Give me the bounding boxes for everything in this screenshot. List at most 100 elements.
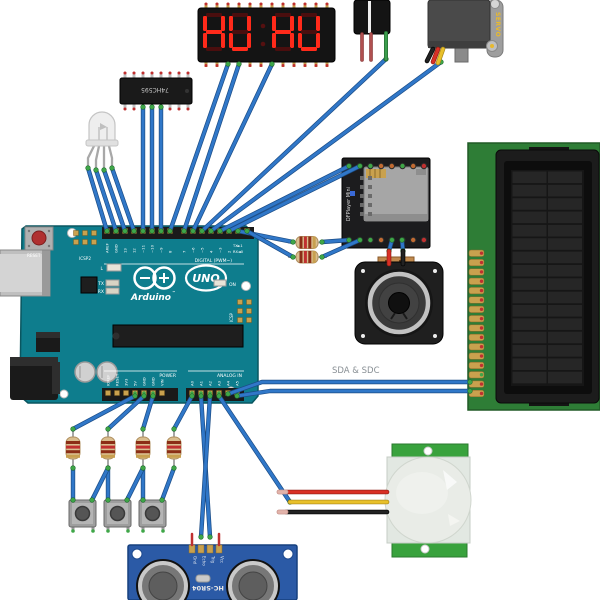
buzzer: [353, 0, 391, 35]
wire-arduino-aref-to-rgb-led-leg-1: [85, 165, 110, 234]
wire-arduino-gnd2-to-resistor-v3: [140, 393, 156, 432]
power-pin-label: 5V: [133, 381, 138, 386]
resistor: [135, 429, 151, 468]
seven-segment-digit: [229, 13, 251, 51]
led-leg: [86, 144, 96, 170]
led-leg: [94, 144, 101, 172]
dfplayer-mini: DFPlayer Mini: [341, 157, 431, 249]
mounting-hole: [131, 548, 143, 560]
analog-pin-label: A1: [199, 380, 204, 386]
wire-arduino-d11-to-shift-register: [140, 104, 146, 234]
wire-arduino-d9-to-shift-register: [158, 104, 164, 234]
wire-arduino-a5-to-lcd-scl: [234, 388, 473, 399]
servo-horn-center: [490, 44, 494, 48]
usb-chip: [80, 276, 98, 294]
transducer-right: [226, 559, 280, 600]
digital-pin-label: ~6: [191, 247, 196, 253]
power-jack: [10, 357, 60, 400]
digital-label: DIGITAL (PWM~): [195, 258, 233, 264]
hcsr04-pin-label: Vcc: [220, 556, 225, 563]
icsp-header: [237, 299, 252, 323]
icsp2-label: ICSP2: [79, 256, 91, 261]
mounting-hole: [241, 281, 251, 291]
power-pin-label: GND: [142, 377, 147, 386]
digital-pin-label: 4: [209, 250, 214, 253]
speaker: [354, 256, 444, 345]
digital-pin-label: ~5: [200, 247, 205, 253]
servo-screw: [490, 0, 500, 9]
wire-arduino-d3-to-dfplayer-rx: [217, 163, 352, 234]
resistor: [100, 429, 116, 468]
led-l: [106, 263, 122, 272]
mounting-hole: [59, 389, 69, 399]
digital-pin-label: 8: [168, 250, 173, 253]
power-pin-label: RESET: [115, 373, 120, 386]
analog-pin-label: A5: [235, 380, 240, 386]
pir-dome-glint: [443, 470, 457, 490]
speaker-screw: [361, 334, 365, 338]
digital-pin-label: ~9: [159, 247, 164, 253]
led-l-label: L: [100, 266, 103, 272]
wire-arduino-a4-to-lcd-sda: [225, 379, 473, 397]
power-label: POWER: [159, 373, 176, 379]
dfplayer-led: [350, 191, 355, 196]
seven-segment-digit: [203, 13, 225, 51]
digital-pin-label: 12: [132, 248, 137, 253]
dfplayer-label: DFPlayer Mini: [346, 187, 352, 221]
wires: [70, 31, 473, 540]
power-pin-label: IOREF: [106, 375, 111, 386]
voltage-regulator: [36, 332, 60, 352]
speaker-screw: [433, 334, 437, 338]
wire-arduino-d7-to-seven-segment: [181, 61, 242, 234]
mounting-hole: [282, 548, 294, 560]
arduino-logo: [133, 266, 176, 290]
power-header: [102, 388, 178, 401]
capacitors: [74, 361, 118, 383]
chip-notch: [185, 89, 189, 93]
wire-resistor-h1-to-dfplayer: [319, 237, 352, 245]
digital-pin-label: GND: [114, 244, 119, 253]
wire-arduino-d2-to-dfplayer-tx: [226, 163, 363, 234]
wire-resistor-h2-to-dfplayer: [319, 237, 363, 260]
push-button: [68, 495, 97, 533]
analog-pin-label: A4: [226, 380, 231, 386]
rgb-led: [85, 111, 119, 172]
servo-body: [427, 0, 491, 49]
wire-button-2-to-resistor-v3: [124, 465, 146, 503]
speaker-screw: [361, 269, 365, 273]
power-pin-label: 3V3: [124, 378, 129, 386]
trademark: ™: [172, 290, 176, 295]
servo-motor: SERVO: [427, 0, 504, 63]
digital-pin-label: 13: [123, 248, 128, 253]
digital-pin-label: ~3: [218, 247, 223, 253]
digital-pin-label: 7: [182, 250, 187, 253]
icsp-label: ICSP: [229, 312, 234, 322]
usb-connector: [0, 249, 51, 297]
pir-dome-shine: [396, 472, 448, 514]
pir-dome-glint: [448, 514, 460, 526]
digital-pin-label: ~10: [150, 244, 155, 253]
led-anvil: [100, 123, 107, 130]
sd-card-slot: [363, 166, 429, 222]
tx1-label: TX►1: [232, 244, 243, 248]
led-on-label: ON: [229, 282, 236, 288]
wire-servo-wire-red: [430, 46, 441, 65]
speaker-lead: [390, 312, 396, 320]
wire-arduino-gnd-top-to-rgb-led-leg-2: [93, 167, 119, 234]
mounting-hole: [423, 446, 433, 456]
seven-segment-display: [197, 2, 336, 67]
led-tx: [105, 279, 120, 287]
icsp2-header: [73, 230, 97, 245]
lcd-display: [467, 142, 600, 411]
wire-arduino-a0-to-resistor-v4: [171, 393, 195, 432]
uno-badge: [184, 264, 228, 292]
wire-resistor-v1-to-button-1: [70, 465, 76, 503]
crystal: [195, 574, 211, 583]
wire-arduino-gnd-to-resistor-v2: [105, 393, 147, 432]
